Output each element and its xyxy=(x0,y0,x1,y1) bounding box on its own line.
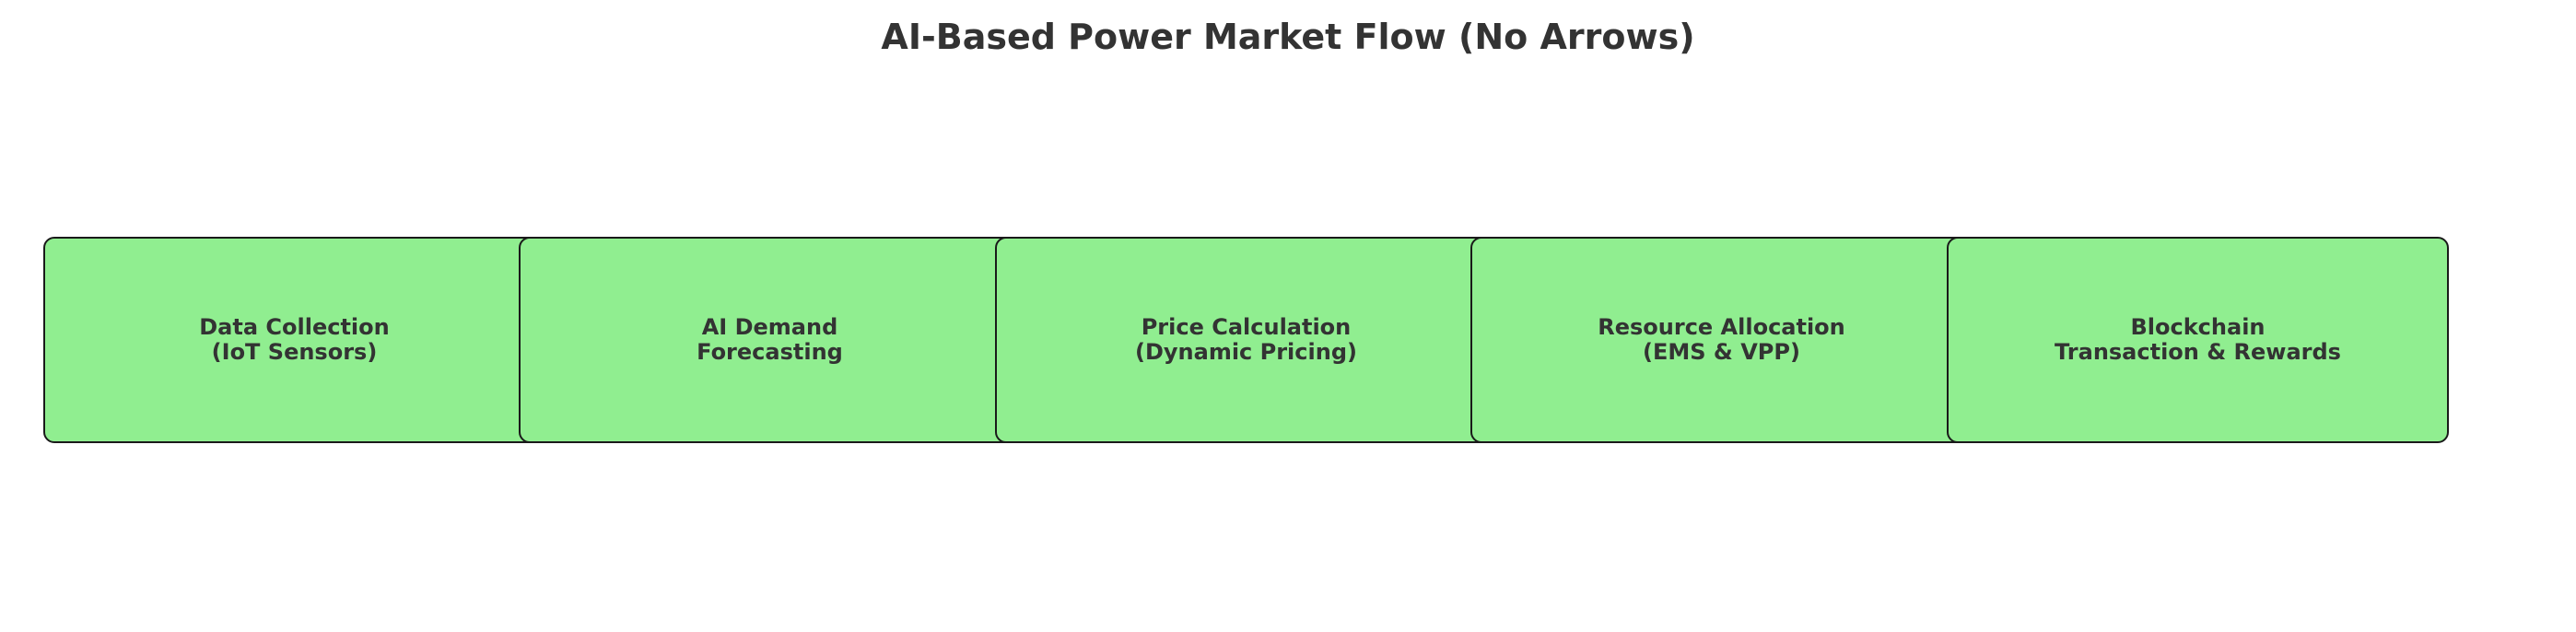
step-box-resource-allocation: Resource Allocation (EMS & VPP) xyxy=(1470,237,1973,443)
step-label-line2: (EMS & VPP) xyxy=(1643,339,1800,365)
step-label-line1: AI Demand xyxy=(701,314,838,340)
step-box-price-calculation: Price Calculation (Dynamic Pricing) xyxy=(995,237,1497,443)
step-label-line1: Resource Allocation xyxy=(1598,314,1845,340)
step-label: Price Calculation (Dynamic Pricing) xyxy=(1135,315,1357,365)
step-label-line2: (Dynamic Pricing) xyxy=(1135,339,1357,365)
diagram-title: AI-Based Power Market Flow (No Arrows) xyxy=(881,17,1695,57)
step-label: Blockchain Transaction & Rewards xyxy=(2055,315,2341,365)
step-box-data-collection: Data Collection (IoT Sensors) xyxy=(43,237,545,443)
step-box-blockchain: Blockchain Transaction & Rewards xyxy=(1947,237,2449,443)
step-label: Resource Allocation (EMS & VPP) xyxy=(1598,315,1845,365)
step-label-line1: Data Collection xyxy=(199,314,390,340)
step-label: AI Demand Forecasting xyxy=(697,315,843,365)
step-label-line2: Transaction & Rewards xyxy=(2055,339,2341,365)
step-label-line1: Blockchain xyxy=(2130,314,2266,340)
step-label-line1: Price Calculation xyxy=(1141,314,1352,340)
step-label-line2: Forecasting xyxy=(697,339,843,365)
step-label-line2: (IoT Sensors) xyxy=(211,339,378,365)
step-label: Data Collection (IoT Sensors) xyxy=(199,315,389,365)
step-box-ai-demand-forecasting: AI Demand Forecasting xyxy=(519,237,1021,443)
